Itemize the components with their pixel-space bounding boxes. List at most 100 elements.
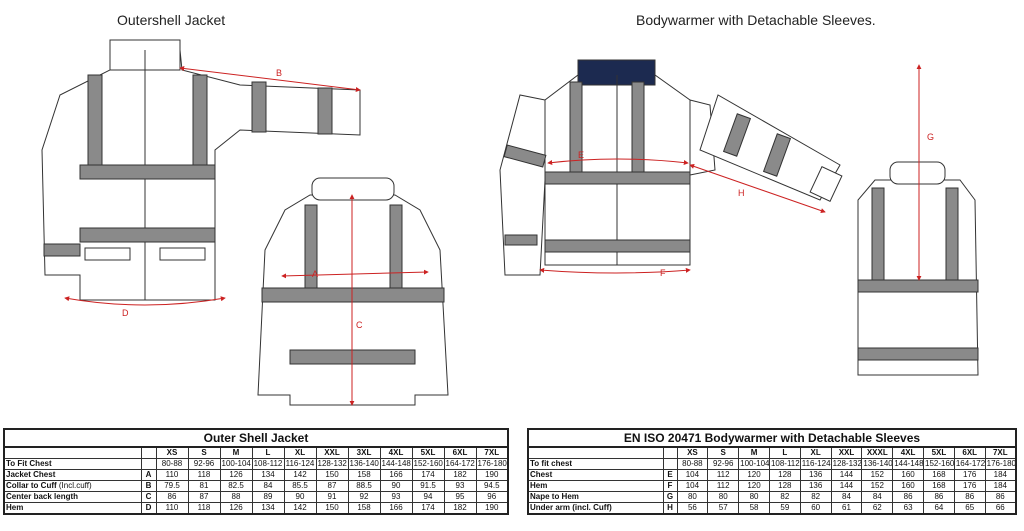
value-cell: 104 [676,469,709,481]
size-header: XXL [315,446,349,459]
value-cell: 160 [892,480,924,492]
value-cell: 176 [953,469,986,481]
value-cell: 152 [861,469,894,481]
value-cell: 184 [984,480,1017,492]
size-header: S [707,446,740,459]
value-cell: 80 [707,491,740,503]
fit-cell: 164-172 [953,458,986,470]
value-cell: 190 [475,469,509,481]
size-header: 7XL [984,446,1017,459]
fit-cell: 152-160 [411,458,445,470]
fit-cell: 80-88 [155,458,189,470]
value-cell: 86 [984,491,1017,503]
dimension-e-label: E [578,150,584,160]
row-letter: H [662,502,678,515]
value-cell: 65 [953,502,986,515]
fit-cell: 108-112 [768,458,801,470]
value-cell: 150 [315,502,349,515]
fit-cell: 136-140 [861,458,894,470]
value-cell: 91 [315,491,349,503]
table-title: Outer Shell Jacket [3,428,509,448]
value-cell: 120 [738,480,770,492]
fit-cell: 136-140 [347,458,381,470]
row-letter: F [662,480,678,492]
row-label: Hem [3,502,142,515]
value-cell: 176 [953,480,986,492]
value-cell: 91.5 [411,480,445,492]
size-header: 7XL [475,446,509,459]
value-cell: 104 [676,480,709,492]
outershell-front-drawing [41,39,361,301]
value-cell: 136 [799,480,832,492]
value-cell: 190 [475,502,509,515]
value-cell: 160 [892,469,924,481]
value-cell: 93 [443,480,477,492]
value-cell: 120 [738,469,770,481]
fit-cell: 144-148 [379,458,413,470]
value-cell: 88.5 [347,480,381,492]
size-header: XL [799,446,832,459]
value-cell: 90 [283,491,317,503]
value-cell: 142 [283,502,317,515]
garment-drawings: B D C A E F H [41,39,979,406]
value-cell: 82 [799,491,832,503]
value-cell: 92 [347,491,381,503]
value-cell: 126 [219,469,253,481]
value-cell: 58 [738,502,770,515]
value-cell: 174 [411,469,445,481]
dimension-c-label: C [356,320,363,330]
value-cell: 85.5 [283,480,317,492]
value-cell: 79.5 [155,480,189,492]
value-cell: 166 [379,469,413,481]
value-cell: 184 [984,469,1017,481]
fit-cell: 92-96 [187,458,221,470]
fit-cell: 144-148 [892,458,924,470]
value-cell: 86 [923,491,955,503]
bodywarmer-size-table: EN ISO 20471 Bodywarmer with Detachable … [527,428,1017,515]
size-header: 6XL [953,446,986,459]
fit-cell: 100-104 [738,458,770,470]
value-cell: 168 [923,480,955,492]
row-label: Hem [527,480,664,492]
value-cell: 63 [892,502,924,515]
fit-label: To Fit Chest [3,458,142,470]
fit-label: To fit chest [527,458,664,470]
value-cell: 90 [379,480,413,492]
size-header: 5XL [411,446,445,459]
fit-cell: 176-180 [475,458,509,470]
value-cell: 81 [187,480,221,492]
bodywarmer-front-drawing [499,59,716,276]
value-cell: 66 [984,502,1017,515]
value-cell: 94 [411,491,445,503]
value-cell: 158 [347,502,381,515]
value-cell: 64 [923,502,955,515]
dimension-f-label: F [660,268,666,278]
value-cell: 110 [155,469,189,481]
value-cell: 82.5 [219,480,253,492]
size-header: 3XL [347,446,381,459]
value-cell: 89 [251,491,285,503]
value-cell: 118 [187,502,221,515]
row-label: Under arm (incl. Cuff) [527,502,664,515]
value-cell: 144 [830,480,863,492]
size-header: XS [676,446,709,459]
row-letter: G [662,491,678,503]
size-header: 4XL [379,446,413,459]
value-cell: 118 [187,469,221,481]
fit-cell: 116-124 [283,458,317,470]
fit-cell: 128-132 [830,458,863,470]
row-letter: E [662,469,678,481]
value-cell: 112 [707,480,740,492]
row-label: Jacket Chest [3,469,142,481]
row-label: Collar to Cuff (Incl.cuff) [3,480,142,492]
value-cell: 61 [830,502,863,515]
